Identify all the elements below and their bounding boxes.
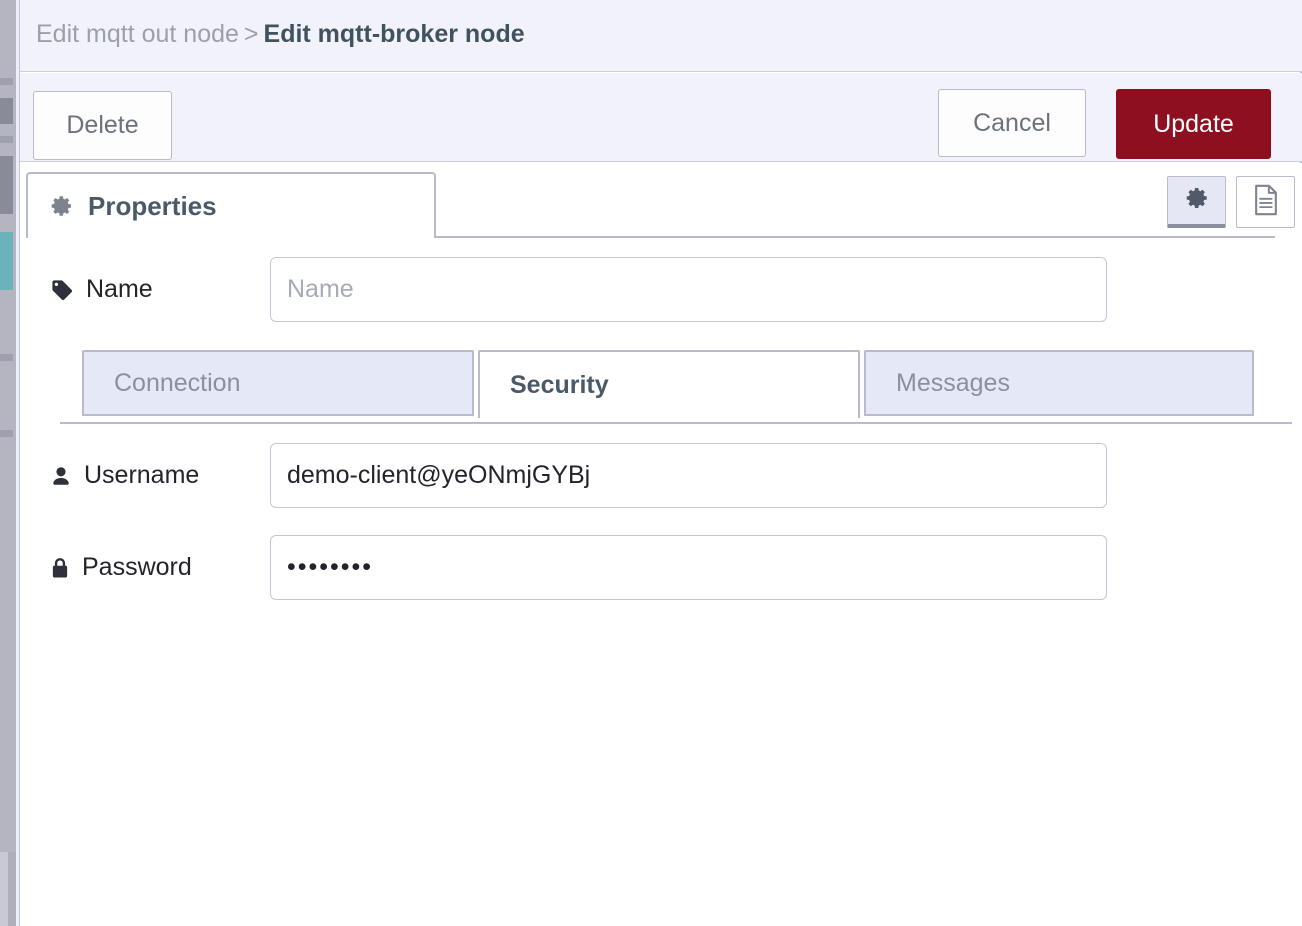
tag-icon xyxy=(50,278,74,302)
password-input[interactable] xyxy=(270,535,1107,600)
tab-properties[interactable]: Properties xyxy=(26,172,436,238)
canvas-fragment xyxy=(0,430,13,437)
field-row-password: Password xyxy=(50,535,1107,600)
subtab-security[interactable]: Security xyxy=(478,350,860,418)
dialog-action-bar: Delete Cancel Update xyxy=(20,73,1302,162)
canvas-fragment xyxy=(0,354,13,361)
dialog-left-edge xyxy=(16,0,20,926)
subtab-connection[interactable]: Connection xyxy=(82,350,474,416)
subtab-connection-label: Connection xyxy=(114,368,241,397)
canvas-fragment xyxy=(0,98,13,124)
username-label-text: Username xyxy=(84,461,200,489)
field-row-username: Username xyxy=(50,443,1107,508)
canvas-scrollbar-track[interactable] xyxy=(0,852,8,926)
security-subtab-strip: Connection Security Messages xyxy=(60,350,1292,424)
gear-icon xyxy=(1184,185,1210,216)
name-label-text: Name xyxy=(86,275,153,303)
tab-properties-label: Properties xyxy=(88,190,217,221)
canvas-fragment xyxy=(0,78,13,85)
description-button[interactable] xyxy=(1236,176,1295,228)
gear-icon xyxy=(50,194,74,218)
subtab-messages[interactable]: Messages xyxy=(864,350,1254,416)
properties-panel: Name Connection Security Messages xyxy=(20,238,1302,926)
user-icon xyxy=(50,465,72,487)
canvas-background-sliver xyxy=(0,0,16,926)
password-label: Password xyxy=(50,553,270,582)
username-input[interactable] xyxy=(270,443,1107,508)
document-icon xyxy=(1251,184,1281,221)
breadcrumb-current: Edit mqtt-broker node xyxy=(263,20,525,48)
canvas-fragment xyxy=(0,136,13,143)
breadcrumb: Edit mqtt out node>Edit mqtt-broker node xyxy=(36,20,525,49)
canvas-fragment xyxy=(0,232,13,290)
username-label: Username xyxy=(50,461,270,490)
password-label-text: Password xyxy=(82,553,192,581)
dialog-panel: Edit mqtt out node>Edit mqtt-broker node… xyxy=(20,0,1302,926)
delete-button[interactable]: Delete xyxy=(33,91,172,160)
lock-icon xyxy=(50,557,70,579)
name-label: Name xyxy=(50,275,270,304)
subtab-security-label: Security xyxy=(510,370,609,399)
breadcrumb-separator: > xyxy=(243,20,259,48)
cancel-button[interactable]: Cancel xyxy=(938,89,1086,157)
breadcrumb-parent[interactable]: Edit mqtt out node xyxy=(36,20,239,48)
settings-button[interactable] xyxy=(1167,176,1226,228)
dialog-header: Edit mqtt out node>Edit mqtt-broker node xyxy=(20,0,1302,72)
canvas-scrollbar-thumb[interactable] xyxy=(8,852,17,926)
subtab-messages-label: Messages xyxy=(896,368,1010,397)
field-row-name: Name xyxy=(50,257,1107,322)
canvas-fragment xyxy=(0,156,13,214)
name-input[interactable] xyxy=(270,257,1107,322)
main-tab-strip: Properties xyxy=(20,163,1302,238)
update-button[interactable]: Update xyxy=(1116,89,1271,159)
